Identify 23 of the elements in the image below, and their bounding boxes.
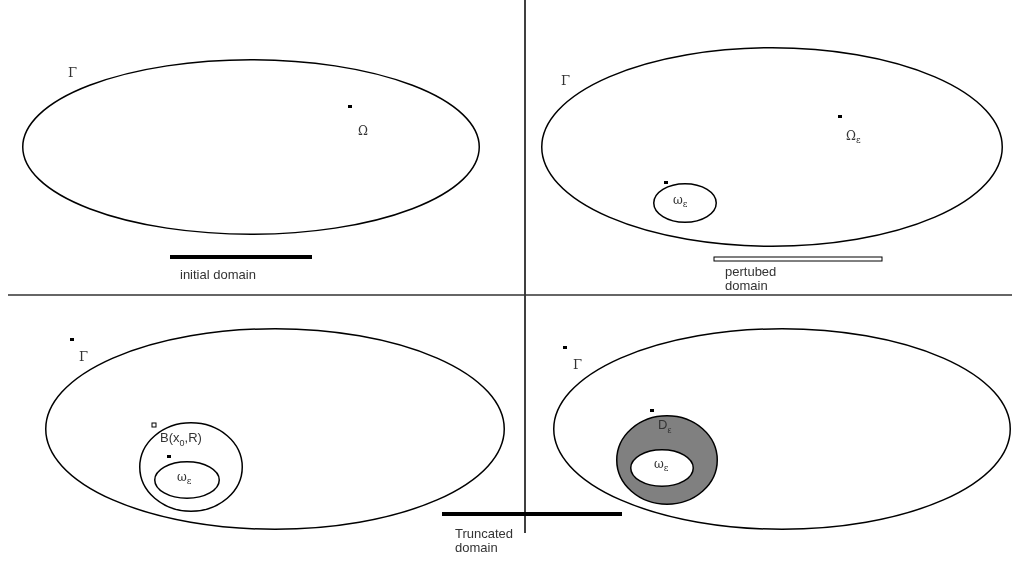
caption-label: initial domain <box>180 268 257 283</box>
symbol-label: ω$_{ε}$ <box>177 471 192 487</box>
symbol-label: ω$_{ε}$ <box>673 194 688 210</box>
symbol-label: D$_{ε}$ <box>658 418 672 435</box>
domain-ellipse <box>553 328 1011 530</box>
subdomain-ellipse <box>139 422 243 512</box>
domain-ellipse <box>541 47 1003 247</box>
subdomain-ellipse <box>653 183 717 223</box>
domain-ellipse <box>22 59 480 235</box>
symbol-label: ω$_{ε}$ <box>654 458 669 474</box>
boundary-label: Γ <box>68 66 78 79</box>
subdomain-ellipse <box>154 461 220 499</box>
subdomain-ellipse <box>630 449 694 487</box>
caption-label: pertubed domain <box>725 265 778 294</box>
boundary-label: Γ <box>561 74 571 87</box>
symbol-label: Ω <box>358 125 368 137</box>
boundary-label: Γ <box>79 350 89 363</box>
annulus-region <box>616 415 718 505</box>
boundary-label: Γ <box>573 358 583 371</box>
symbol-label: B(x$_{0}$,R) <box>160 431 202 448</box>
symbol-label: Ω$_{ε}$ <box>846 130 861 146</box>
domain-ellipse <box>45 328 505 530</box>
caption-label: Truncated domain <box>455 527 515 556</box>
